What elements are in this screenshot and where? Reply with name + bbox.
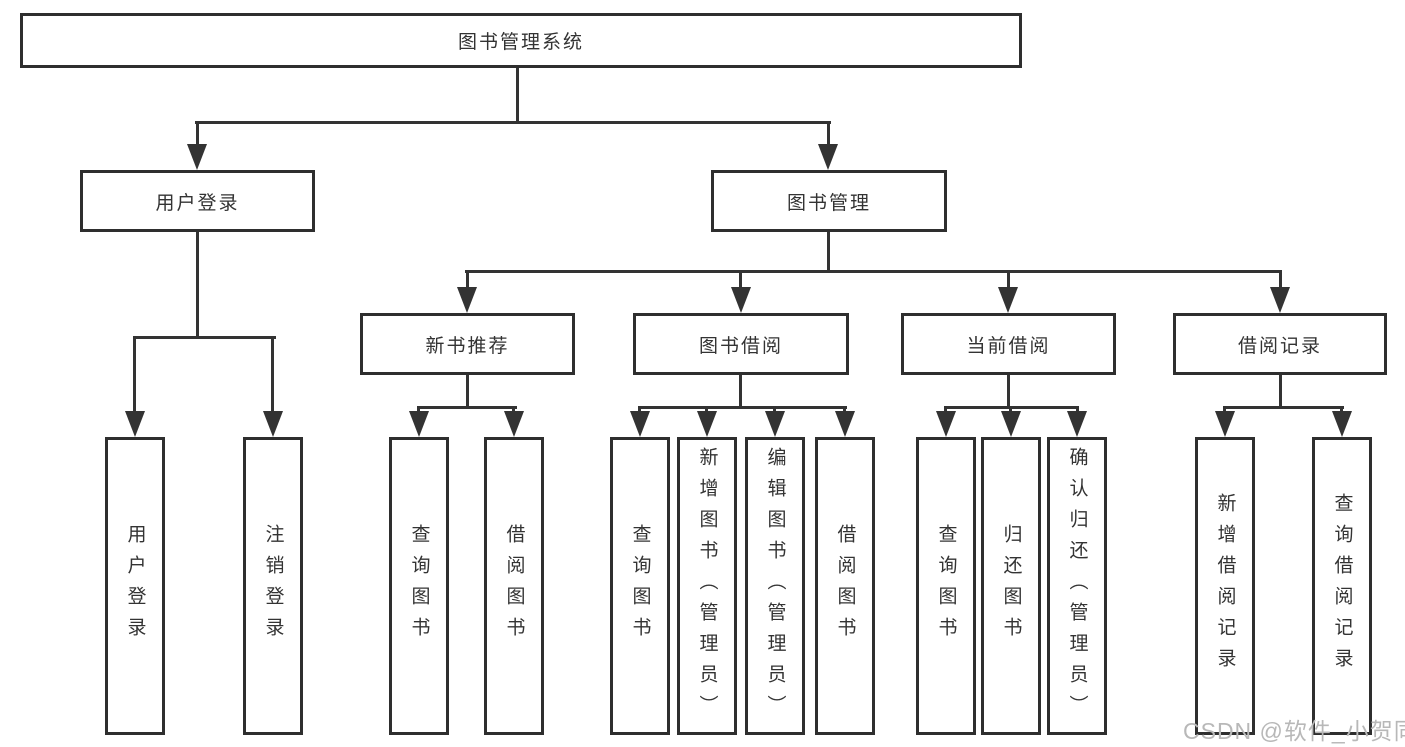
arrowhead-down-icon xyxy=(409,411,429,437)
node-borrowing-records: 借阅记录 xyxy=(1173,313,1387,375)
connector-vline xyxy=(1279,270,1282,290)
leaf-borrow-books-recommend: 借阅图书 xyxy=(484,437,544,735)
connector-vline xyxy=(1279,375,1282,408)
arrowhead-down-icon xyxy=(1215,411,1235,437)
connector-vline xyxy=(1007,270,1010,290)
arrowhead-down-icon xyxy=(936,411,956,437)
node-new-book-recommend: 新书推荐 xyxy=(360,313,575,375)
leaf-add-books-admin: 新增图书（管理员） xyxy=(677,437,737,735)
leaf-query-books-borrowing: 查询图书 xyxy=(610,437,670,735)
connector-vline xyxy=(196,121,199,148)
connector-vline xyxy=(739,270,742,290)
arrowhead-down-icon xyxy=(697,411,717,437)
node-root: 图书管理系统 xyxy=(20,13,1022,68)
arrowhead-down-icon xyxy=(1332,411,1352,437)
node-book-management: 图书管理 xyxy=(711,170,947,232)
arrowhead-down-icon xyxy=(731,287,751,313)
connector-hline xyxy=(133,336,276,339)
arrowhead-down-icon xyxy=(1067,411,1087,437)
leaf-confirm-return-admin: 确认归还（管理员） xyxy=(1047,437,1107,735)
connector-vline xyxy=(827,121,830,148)
leaf-borrow-books-borrowing: 借阅图书 xyxy=(815,437,875,735)
arrowhead-down-icon xyxy=(125,411,145,437)
arrowhead-down-icon xyxy=(998,287,1018,313)
leaf-query-books-recommend: 查询图书 xyxy=(389,437,449,735)
connector-vline xyxy=(516,68,519,123)
leaf-query-borrow-record: 查询借阅记录 xyxy=(1312,437,1372,735)
leaf-logout: 注销登录 xyxy=(243,437,303,735)
arrowhead-down-icon xyxy=(765,411,785,437)
node-current-borrowing: 当前借阅 xyxy=(901,313,1116,375)
leaf-user-login: 用户登录 xyxy=(105,437,165,735)
connector-hline xyxy=(465,270,1282,273)
arrowhead-down-icon xyxy=(263,411,283,437)
node-book-borrowing: 图书借阅 xyxy=(633,313,849,375)
connector-vline xyxy=(133,336,136,415)
connector-vline xyxy=(739,375,742,408)
arrowhead-down-icon xyxy=(630,411,650,437)
arrowhead-down-icon xyxy=(818,144,838,170)
arrowhead-down-icon xyxy=(187,144,207,170)
connector-vline xyxy=(466,270,469,290)
leaf-edit-books-admin: 编辑图书（管理员） xyxy=(745,437,805,735)
connector-vline xyxy=(466,375,469,408)
connector-hline xyxy=(1223,406,1344,409)
node-user-login: 用户登录 xyxy=(80,170,315,232)
leaf-return-books: 归还图书 xyxy=(981,437,1041,735)
connector-vline xyxy=(271,336,274,415)
arrowhead-down-icon xyxy=(504,411,524,437)
leaf-add-borrow-record: 新增借阅记录 xyxy=(1195,437,1255,735)
connector-hline xyxy=(195,121,831,124)
leaf-query-books-current: 查询图书 xyxy=(916,437,976,735)
arrowhead-down-icon xyxy=(457,287,477,313)
arrowhead-down-icon xyxy=(1001,411,1021,437)
csdn-watermark: CSDN @软件_小贺同学 xyxy=(1183,718,1405,744)
arrowhead-down-icon xyxy=(835,411,855,437)
connector-vline xyxy=(196,232,199,339)
arrowhead-down-icon xyxy=(1270,287,1290,313)
connector-vline xyxy=(1007,375,1010,408)
connector-hline xyxy=(417,406,517,409)
connector-vline xyxy=(827,232,830,273)
connector-hline xyxy=(638,406,847,409)
